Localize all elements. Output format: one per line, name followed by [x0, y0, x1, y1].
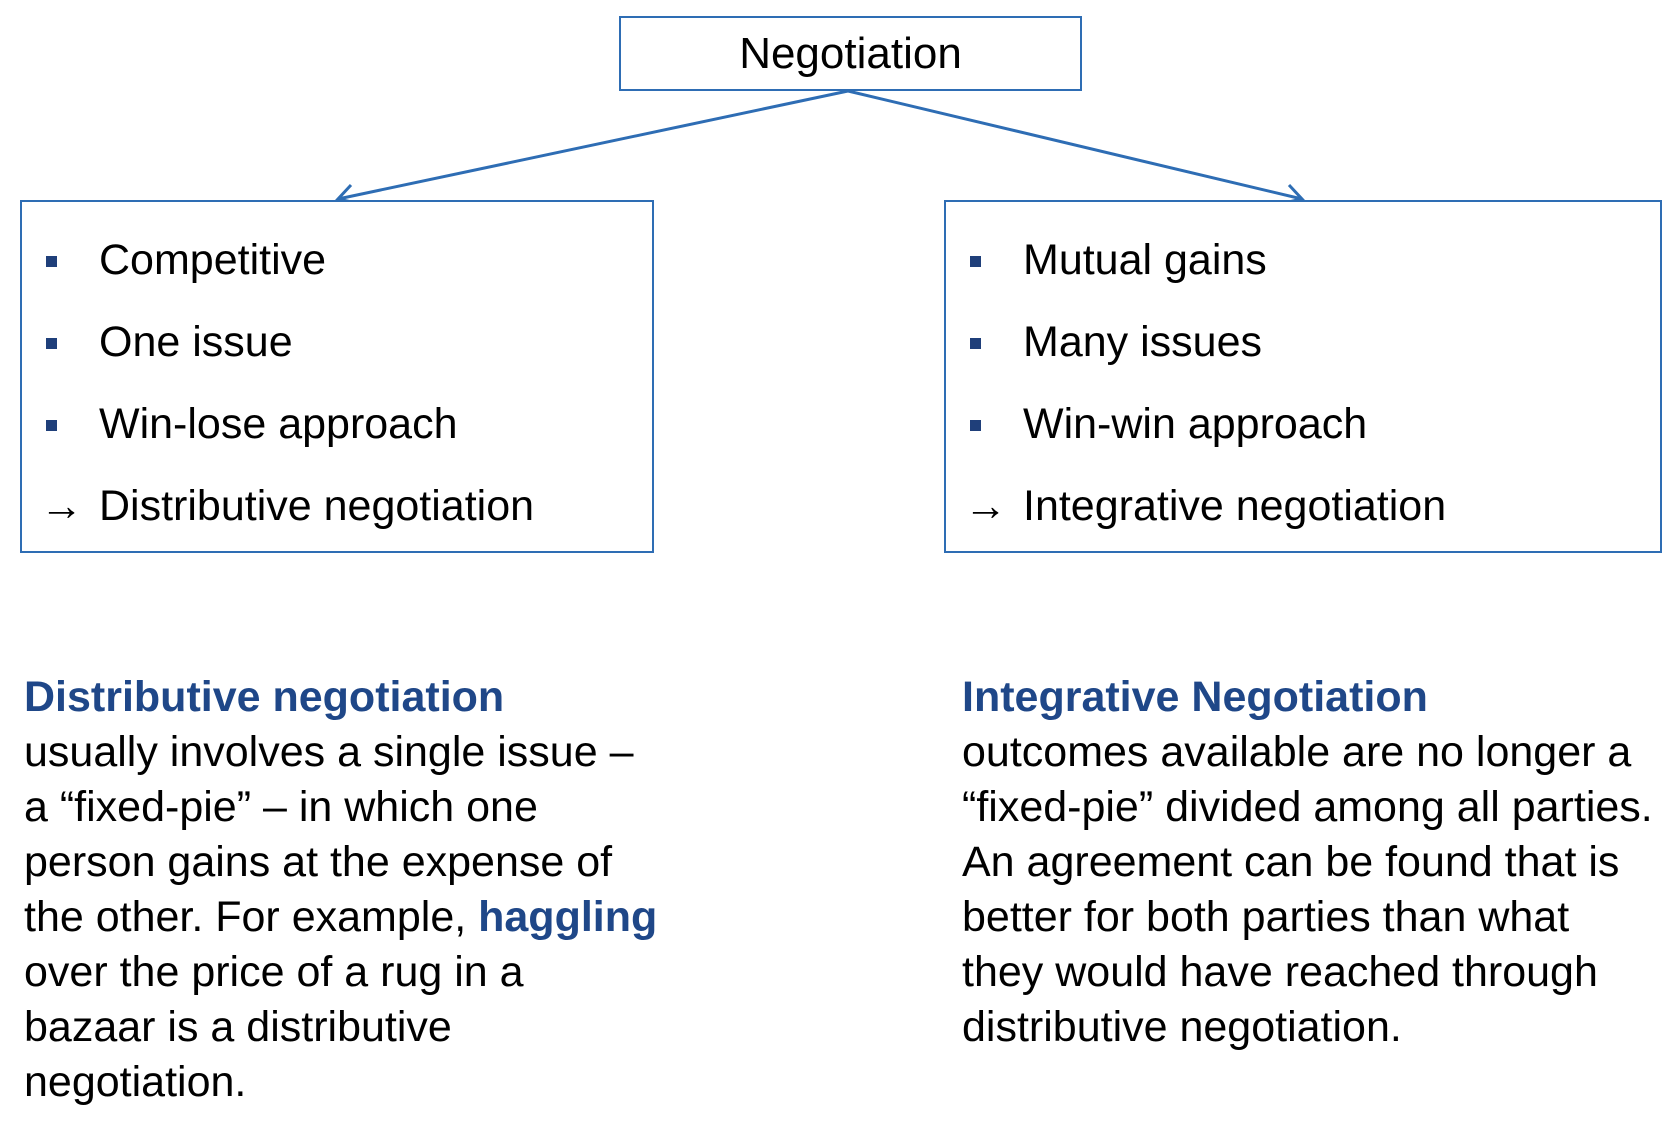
description-heading: Distributive negotiation — [24, 673, 505, 721]
item-label: Mutual gains — [1023, 236, 1267, 284]
bullet-icon — [46, 338, 57, 349]
right-arrow-icon: → — [964, 482, 1007, 530]
integrative-box: Mutual gains Many issues Win-win approac… — [944, 200, 1662, 553]
result-label: Distributive negotiation — [99, 482, 535, 530]
bullet-icon — [970, 256, 981, 267]
item-label: Win-win approach — [1023, 400, 1368, 448]
item-label: One issue — [99, 318, 293, 366]
distributive-description: Distributive negotiation usually involve… — [24, 670, 664, 1110]
distributive-box: Competitive One issue Win-lose approach … — [20, 200, 654, 553]
item-label: Competitive — [99, 236, 327, 284]
bullet-icon — [46, 256, 57, 267]
emphasis-term: haggling — [478, 893, 658, 941]
description-text: usually involves a single issue – a “fix… — [24, 728, 634, 941]
result-label: Integrative negotiation — [1023, 482, 1447, 530]
bullet-icon — [970, 338, 981, 349]
description-heading: Integrative Negotiation — [962, 673, 1428, 721]
negotiation-root-box: Negotiation — [619, 16, 1082, 91]
bullet-icon — [970, 420, 981, 431]
connector-right — [847, 89, 1303, 201]
root-label: Negotiation — [739, 29, 962, 78]
right-arrow-icon: → — [40, 482, 83, 530]
item-label: Win-lose approach — [99, 400, 458, 448]
description-text: over the price of a rug in a bazaar is a… — [24, 948, 524, 1106]
item-label: Many issues — [1023, 318, 1262, 366]
connector-left — [337, 89, 849, 201]
description-text: outcomes available are no longer a “fixe… — [962, 728, 1653, 1051]
integrative-description: Integrative Negotiation outcomes availab… — [962, 670, 1662, 1055]
bullet-icon — [46, 420, 57, 431]
